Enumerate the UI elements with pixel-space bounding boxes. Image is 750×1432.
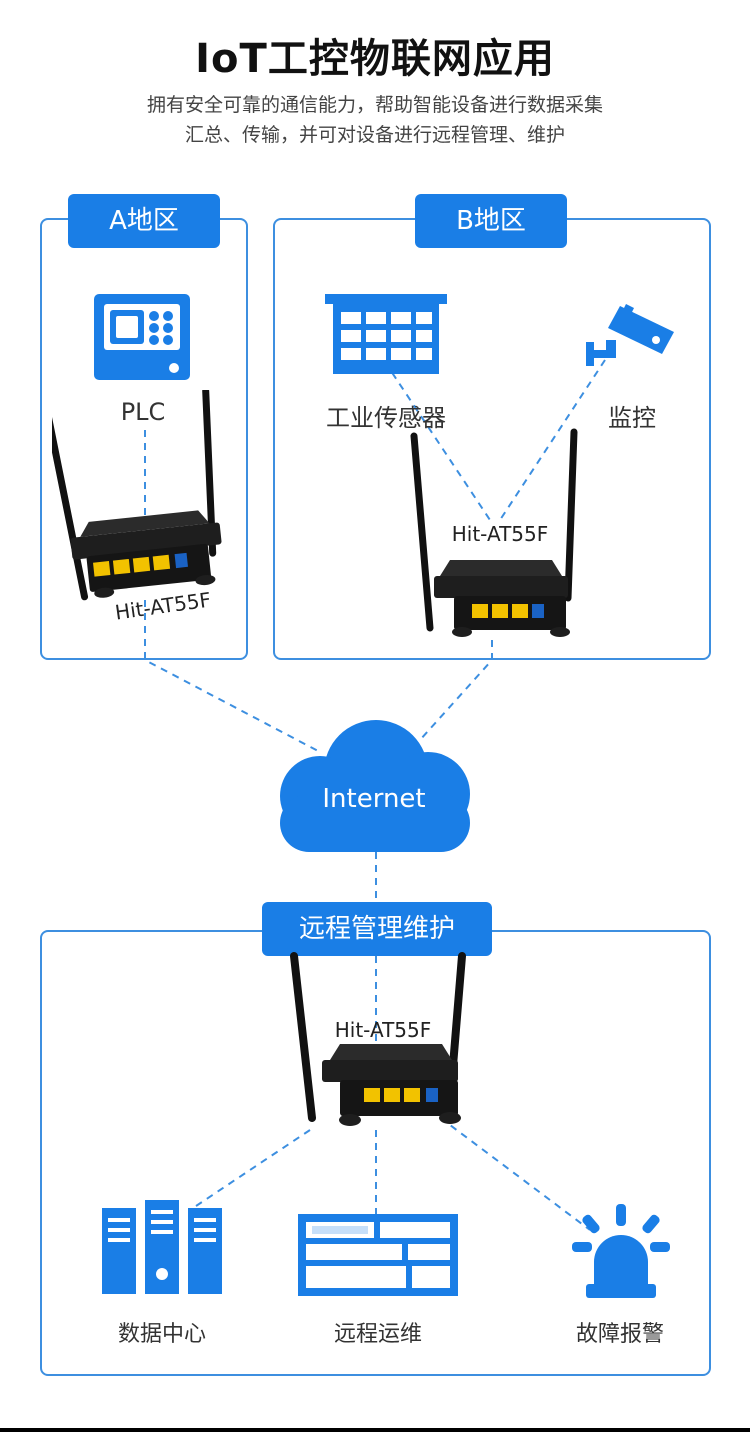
tag-region-a: A地区 xyxy=(68,194,220,248)
sensor-icon xyxy=(325,294,447,374)
plc-label: PLC xyxy=(120,398,166,426)
endpoint-label-alarm: 故障报警 xyxy=(575,1322,664,1347)
subtitle-line-2: 汇总、传输，并可对设备进行远程管理、维护 xyxy=(184,124,565,146)
subtitle-line-1: 拥有安全可靠的通信能力，帮助智能设备进行数据采集 xyxy=(146,94,603,116)
bottom-divider xyxy=(0,1428,750,1432)
link-b-cloud xyxy=(419,640,493,741)
camera-label: 监控 xyxy=(608,404,656,432)
link-router-datacenter xyxy=(189,1129,311,1211)
router-label-remote: Hit-AT55F xyxy=(334,1018,432,1042)
router-icon-remote xyxy=(290,952,466,1126)
dashboard-icon xyxy=(298,1214,458,1296)
router-icon-a xyxy=(52,390,222,601)
sensor-label: 工业传感器 xyxy=(326,404,446,432)
camera-icon xyxy=(586,304,674,366)
link-camera-router xyxy=(499,359,606,521)
plc-icon xyxy=(94,294,190,380)
router-label-b: Hit-AT55F xyxy=(451,522,549,546)
link-sensor-router xyxy=(384,361,491,521)
link-a-cloud xyxy=(144,600,321,753)
cloud-label: Internet xyxy=(322,784,426,814)
alarm-icon xyxy=(572,1204,670,1298)
endpoint-label-ops: 远程运维 xyxy=(333,1322,422,1347)
page-subtitle: 拥有安全可靠的通信能力，帮助智能设备进行数据采集 汇总、传输，并可对设备进行远程… xyxy=(0,90,750,150)
tag-region-b: B地区 xyxy=(415,194,567,248)
page-title: IoT工控物联网应用 xyxy=(195,36,555,82)
endpoint-label-datacenter: 数据中心 xyxy=(117,1322,206,1347)
tag-region-remote: 远程管理维护 xyxy=(262,902,492,956)
router-icon-b xyxy=(410,428,578,637)
cloud-icon xyxy=(280,720,470,852)
server-icon xyxy=(102,1200,222,1294)
